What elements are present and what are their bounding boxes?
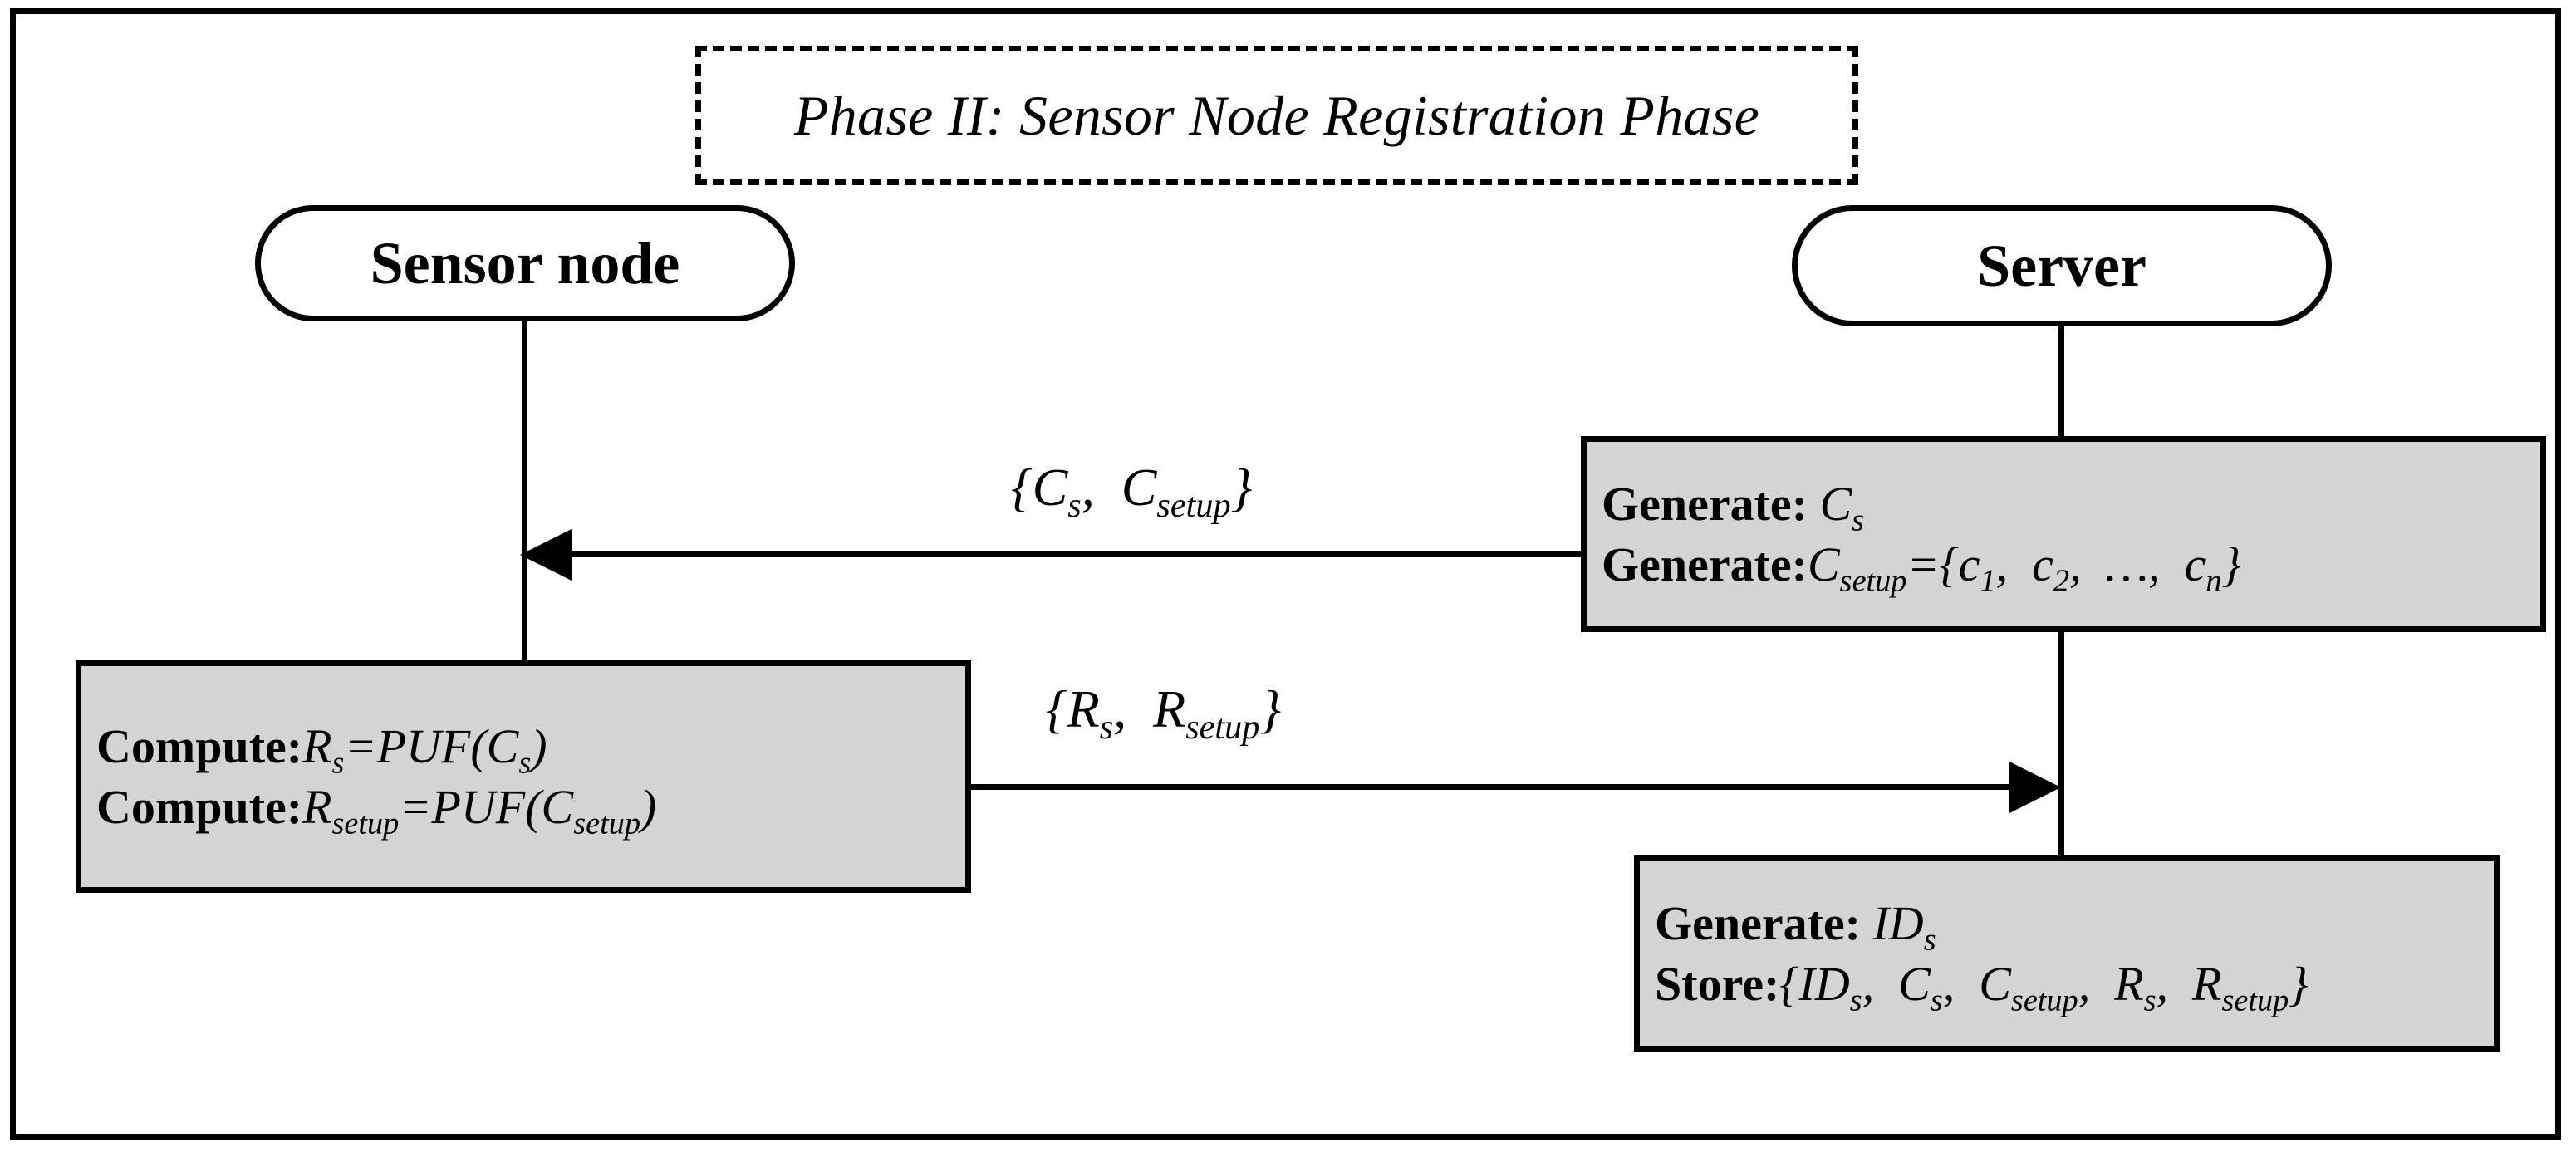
process-box-sensor-compute: Compute:Rs=PUF(Cs) Compute:Rsetup=PUF(Cs… <box>76 660 971 893</box>
arrowhead-left-icon <box>520 529 572 581</box>
process-line: Generate: IDs <box>1655 895 1936 958</box>
process-box-server-store: Generate: IDs Store:{IDs, Cs, Csetup, Rs… <box>1634 855 2500 1052</box>
actor-server[interactable]: Server <box>1792 205 2332 326</box>
message-label-2: {Rs, Rsetup} <box>1046 679 1281 747</box>
actor-sensor-node-label: Sensor node <box>370 230 680 297</box>
phase-title-text: Phase II: Sensor Node Registration Phase <box>793 84 1760 147</box>
process-line: Compute:Rs=PUF(Cs) <box>96 718 547 781</box>
message-label-1: {Cs, Csetup} <box>1011 458 1253 525</box>
process-line: Generate:Csetup={c1, c2, …, cn} <box>1602 537 2241 599</box>
process-line: Compute:Rsetup=PUF(Csetup) <box>96 780 657 841</box>
phase-title-box: Phase II: Sensor Node Registration Phase <box>695 46 1858 185</box>
diagram-outer-frame: Phase II: Sensor Node Registration Phase… <box>10 8 2561 1140</box>
process-keyword: Compute: <box>96 718 303 773</box>
message-arrow-line-1 <box>552 551 1582 557</box>
process-keyword: Store: <box>1655 957 1780 1011</box>
actor-server-label: Server <box>1977 233 2147 299</box>
message-arrow-line-2 <box>969 784 2024 790</box>
actor-sensor-node[interactable]: Sensor node <box>255 205 795 321</box>
process-keyword: Compute: <box>96 780 303 834</box>
process-keyword: Generate: <box>1602 476 1808 531</box>
arrowhead-right-icon <box>2009 762 2061 813</box>
lifeline-sensor-node <box>522 320 527 662</box>
process-keyword: Generate: <box>1602 537 1808 591</box>
process-line: Store:{IDs, Cs, Csetup, Rs, Rsetup} <box>1655 957 2309 1018</box>
process-box-server-generate: Generate: Cs Generate:Csetup={c1, c2, …,… <box>1581 436 2546 632</box>
process-keyword: Generate: <box>1655 895 1861 950</box>
process-line: Generate: Cs <box>1602 476 1865 538</box>
